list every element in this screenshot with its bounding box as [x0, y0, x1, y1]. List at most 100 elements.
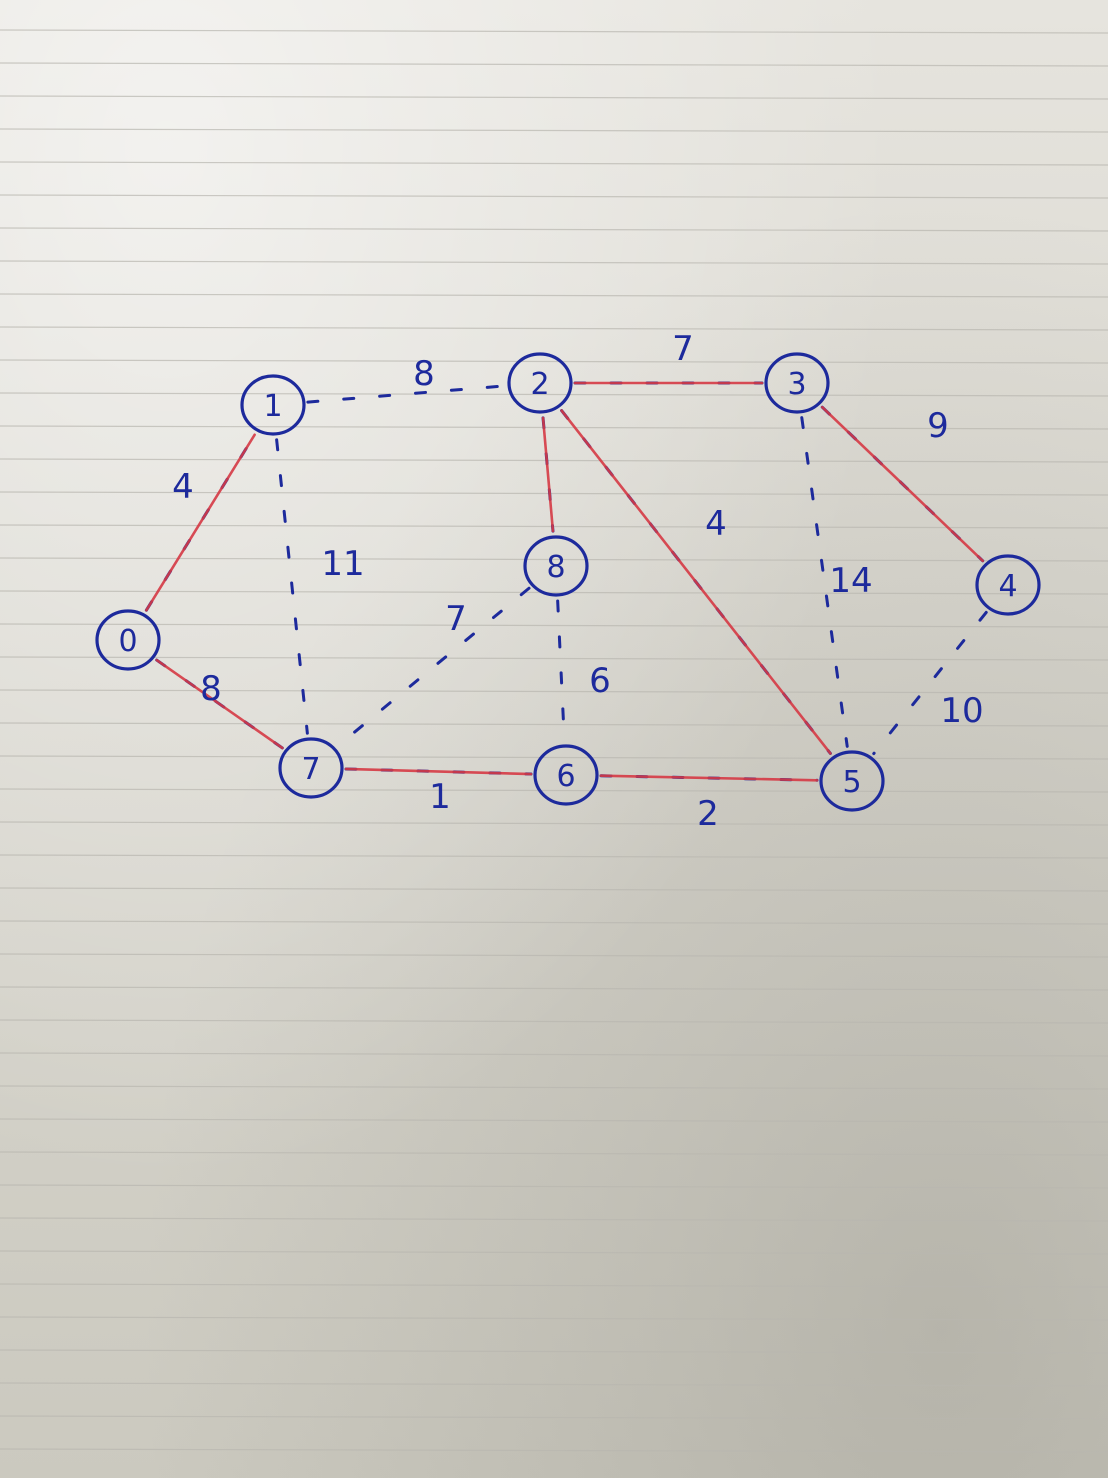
rule-line [0, 1151, 1108, 1156]
edge-dashes [275, 438, 309, 735]
node-circle [507, 352, 573, 414]
edge-weight-label: 9 [927, 406, 949, 446]
rule-line [0, 128, 1108, 133]
edge-weight-label: 4 [705, 504, 727, 544]
node-4: 4 [975, 554, 1041, 616]
node-label: 7 [301, 752, 320, 787]
rule-line [0, 623, 1108, 628]
edge-weight-label: 2 [697, 794, 719, 834]
node-label: 0 [118, 624, 137, 659]
rule-line [0, 1019, 1108, 1024]
edge-3-5: 14 [800, 416, 873, 748]
rule-line [0, 788, 1108, 793]
rule-line [0, 1118, 1108, 1123]
rule-line [0, 887, 1108, 892]
edge-weight-label: 1 [429, 777, 451, 817]
node-0: 0 [95, 609, 161, 671]
edge-weight-label: 8 [413, 354, 435, 394]
node-label: 4 [998, 569, 1017, 604]
edge-highlight [344, 767, 533, 776]
edge-3-4: 9 [820, 405, 985, 563]
node-label: 3 [787, 367, 806, 402]
edge-weight-label: 6 [589, 661, 611, 701]
rule-line [0, 755, 1108, 760]
node-label: 6 [556, 759, 575, 794]
rule-line [0, 1217, 1108, 1222]
node-label: 2 [530, 367, 549, 402]
edge-dashes [556, 599, 566, 742]
node-2: 2 [507, 352, 573, 414]
edge-1-7: 11 [275, 438, 365, 735]
edge-highlight [541, 416, 555, 533]
rule-line [0, 161, 1108, 166]
rule-line [0, 260, 1108, 265]
rule-line [0, 689, 1108, 694]
rule-line [0, 62, 1108, 67]
rule-line [0, 194, 1108, 199]
edge-weight-label: 4 [172, 467, 194, 507]
rule-line [0, 491, 1108, 496]
rule-line [0, 359, 1108, 364]
edge-0-1: 4 [144, 433, 257, 612]
node-circle [764, 352, 830, 414]
rule-line [0, 458, 1108, 463]
rule-line [0, 227, 1108, 232]
node-circle [240, 374, 306, 436]
node-circle [278, 737, 344, 799]
edge-highlight [145, 433, 256, 612]
node-circle [975, 554, 1041, 616]
edge-weight-label: 7 [672, 329, 694, 369]
rule-line [0, 326, 1108, 331]
edge-weight-label: 8 [200, 669, 222, 709]
rule-line [0, 1415, 1108, 1420]
edge-highlight [599, 774, 819, 782]
edge-2-3: 7 [573, 329, 764, 385]
edge-highlight [560, 409, 832, 755]
node-circle [533, 744, 599, 806]
node-label: 5 [842, 765, 861, 800]
edge-2-5: 4 [560, 409, 832, 755]
edge-weight-label: 11 [321, 544, 364, 584]
rule-line [0, 29, 1108, 34]
edge-7-6: 1 [344, 767, 533, 817]
node-circle [819, 750, 885, 812]
rule-line [0, 1448, 1108, 1453]
rule-line [0, 293, 1108, 298]
edge-highlight [820, 405, 985, 563]
rule-line [0, 425, 1108, 430]
node-circle [95, 609, 161, 671]
rule-line [0, 821, 1108, 826]
rule-line [0, 1283, 1108, 1288]
rule-line [0, 1382, 1108, 1387]
node-1: 1 [240, 374, 306, 436]
edge-4-5: 10 [872, 610, 988, 756]
edge-8-7: 7 [336, 586, 531, 748]
node-8: 8 [523, 535, 589, 597]
rule-line [0, 557, 1108, 562]
rule-line [0, 656, 1108, 661]
node-5: 5 [819, 750, 885, 812]
edge-6-5: 2 [599, 774, 819, 834]
rule-line [0, 1085, 1108, 1090]
edge-highlight [155, 658, 284, 750]
node-label: 1 [263, 389, 282, 424]
rule-line [0, 1349, 1108, 1354]
rule-line [0, 392, 1108, 397]
edge-2-8 [541, 416, 555, 533]
node-6: 6 [533, 744, 599, 806]
edge-weight-label: 14 [829, 561, 872, 601]
node-3: 3 [764, 352, 830, 414]
node-7: 7 [278, 737, 344, 799]
rule-line [0, 953, 1108, 958]
rule-line [0, 1184, 1108, 1189]
rule-line [0, 986, 1108, 991]
edge-8-6: 6 [556, 599, 611, 742]
rule-line [0, 95, 1108, 100]
rule-line [0, 854, 1108, 859]
edge-0-7: 8 [155, 658, 284, 750]
rule-line [0, 1052, 1108, 1057]
edge-dashes [306, 384, 507, 404]
